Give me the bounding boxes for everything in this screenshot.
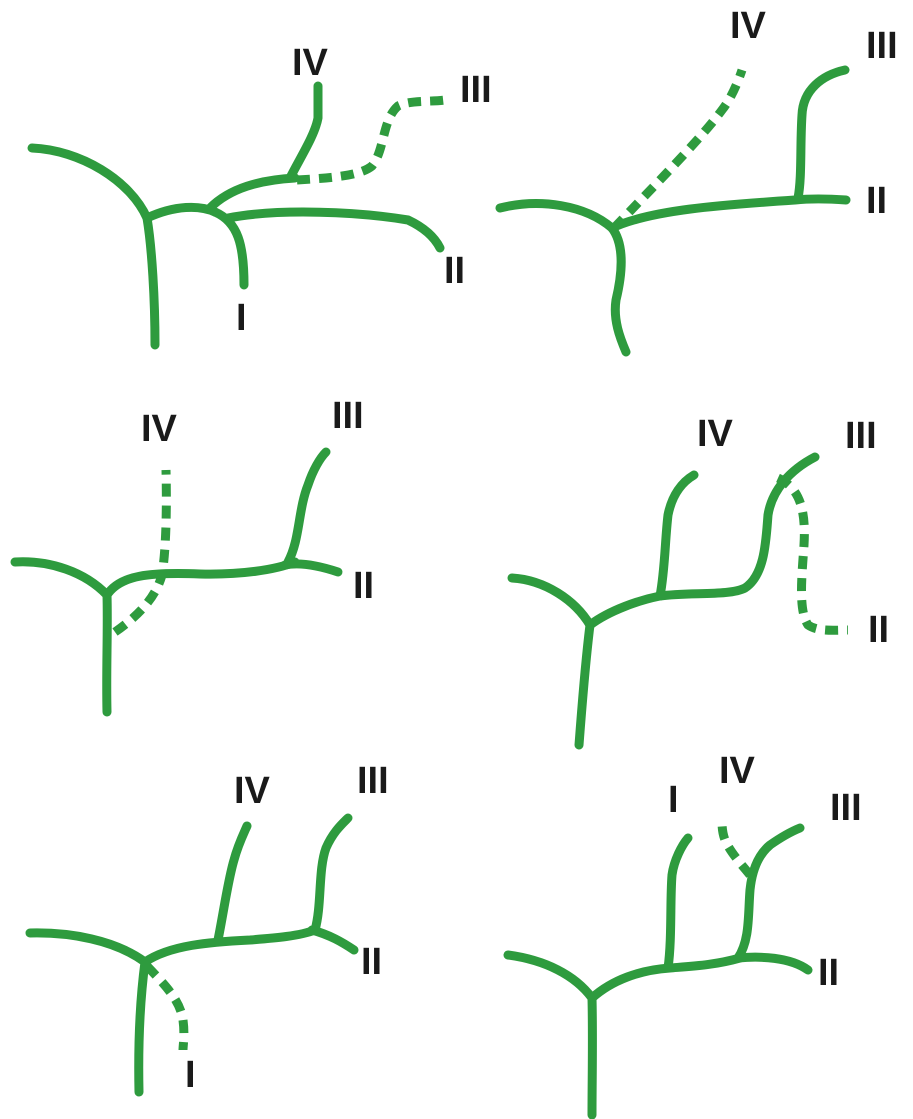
panel-2-left-arm <box>495 199 617 233</box>
panel-3-left-arm <box>10 557 112 600</box>
panel-6-branch-i <box>663 833 693 973</box>
panel-1-label-ii: II <box>444 250 465 292</box>
panel-2-label-iii: III <box>866 25 898 67</box>
panel-5-label-iii: III <box>357 760 389 802</box>
panel-2-trunk <box>607 223 631 357</box>
panel-4-trunk <box>574 620 595 750</box>
panel-1-label-iii: III <box>460 69 492 111</box>
panel-4-main-horizontal <box>585 452 820 630</box>
panel-6-branch-iv-dashed <box>717 819 754 878</box>
panel-3-label-iii: III <box>332 395 364 437</box>
panel-3-branch-iii <box>283 447 331 567</box>
panel-2-label-ii: II <box>866 180 887 222</box>
panel-2-branch-iv-dashed <box>610 68 747 232</box>
panel-4-label-ii: II <box>868 609 889 651</box>
panel-3-branch-iv-dashed <box>112 469 171 636</box>
panel-1-stem-upper <box>205 173 300 213</box>
panel-3: IV III II <box>10 395 374 717</box>
panel-6-label-ii: II <box>818 952 839 994</box>
panel-1-label-i: I <box>236 297 247 339</box>
panel-3-label-ii: II <box>353 565 374 607</box>
panel-6: I IV III II <box>503 750 862 1119</box>
panel-3-main-horizontal <box>102 557 300 600</box>
panel-1: IV III II I <box>27 42 492 350</box>
panel-6-label-iv: IV <box>719 750 756 792</box>
panel-1-branch-iv <box>285 81 323 183</box>
panel-4: IV III II <box>507 413 889 750</box>
panel-5-trunk <box>134 957 150 1097</box>
panel-3-label-iv: IV <box>141 408 178 450</box>
panel-2-label-iv: IV <box>730 5 767 47</box>
panel-6-label-iii: III <box>830 787 862 829</box>
panel-5-label-ii: II <box>361 941 382 983</box>
panel-6-label-i: I <box>668 779 679 821</box>
panel-4-label-iv: IV <box>697 413 734 455</box>
panel-5: IV III II I <box>25 760 389 1097</box>
panel-6-branch-iii <box>733 823 805 963</box>
panel-3-trunk <box>102 590 112 717</box>
panel-4-left-arm <box>507 573 595 630</box>
panel-5-left-arm <box>25 928 150 967</box>
panel-5-label-i: I <box>185 1054 196 1096</box>
panel-1-branch-iii-dashed <box>296 95 446 185</box>
panel-2: IV III II <box>495 5 898 357</box>
panel-5-main-horizontal <box>140 925 320 967</box>
panel-4-branch-ii-dashed <box>775 473 849 635</box>
panel-2-branch-ii <box>607 194 851 233</box>
panel-5-branch-iv <box>213 821 252 945</box>
panel-2-branch-iii <box>793 65 850 203</box>
panel-5-branch-i-dashed <box>143 962 189 1051</box>
panel-1-branch-i <box>210 207 249 290</box>
panel-4-branch-iv <box>655 470 699 601</box>
panel-5-label-iv: IV <box>234 770 271 812</box>
panel-4-label-iii: III <box>845 415 877 457</box>
panel-1-label-iv: IV <box>292 42 329 84</box>
panel-1-branch-ii <box>223 207 445 253</box>
panel-5-branch-iii <box>310 813 353 935</box>
panel-6-branch-ii <box>733 952 813 975</box>
panel-6-left-arm <box>503 950 597 1003</box>
